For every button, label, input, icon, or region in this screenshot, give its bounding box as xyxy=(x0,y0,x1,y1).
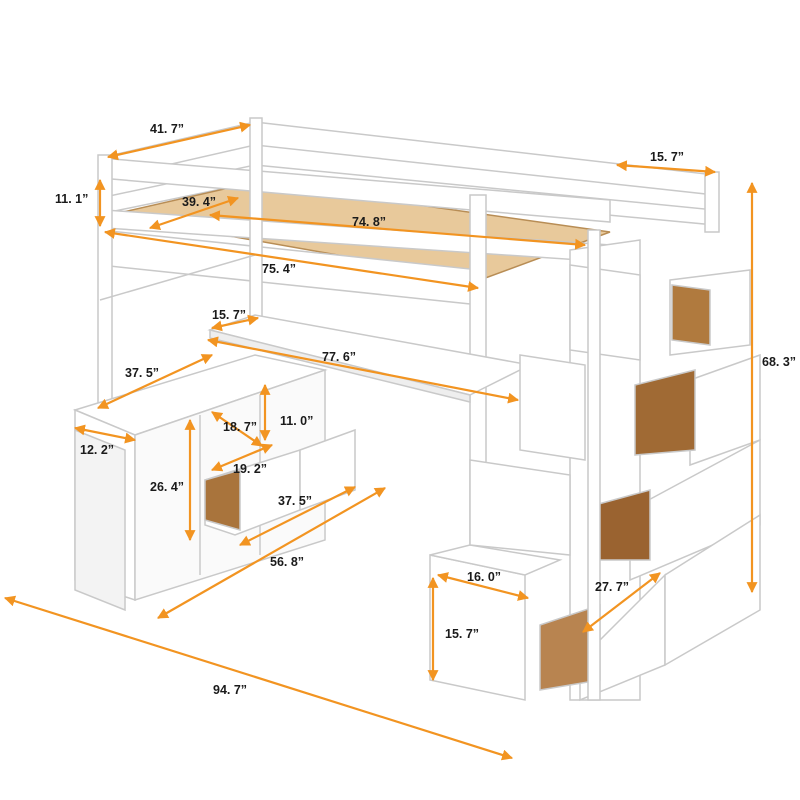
arrow-cabinet-width xyxy=(97,354,213,409)
label-cabinet-width: 37. 5” xyxy=(125,366,160,380)
step-4 xyxy=(569,264,641,361)
small-drawer-left-inside xyxy=(204,469,241,531)
arrow-step-width xyxy=(436,572,530,601)
arrow-bed-width xyxy=(106,121,252,161)
label-stair-drawer-depth: 27. 7” xyxy=(595,580,630,594)
label-drawer-span: 37. 5” xyxy=(278,494,313,508)
label-stair-depth-top: 15. 7” xyxy=(650,150,685,164)
stair-handrail xyxy=(587,229,601,701)
step-1-top xyxy=(429,544,563,576)
label-step-height: 15. 7” xyxy=(445,627,480,641)
step-2 xyxy=(469,459,571,556)
label-drawer-width: 19. 2” xyxy=(233,462,268,476)
step-3 xyxy=(519,354,586,461)
arrow-drawer-width xyxy=(210,443,274,472)
back-left-post xyxy=(249,117,263,349)
label-bed-length: 75. 4” xyxy=(262,262,297,276)
label-total-height: 68. 3” xyxy=(762,355,797,369)
label-step-width: 16. 0” xyxy=(467,570,502,584)
stair-drawer-1-inside xyxy=(671,284,711,346)
label-bed-width: 41. 7” xyxy=(150,122,185,136)
label-inner-width: 39. 4” xyxy=(182,195,217,209)
cabinet-door xyxy=(74,428,126,612)
label-shelf-height: 11. 0” xyxy=(280,414,314,428)
label-cabinet-length: 56. 8” xyxy=(270,555,305,569)
left-cabinet xyxy=(72,354,356,612)
label-cabinet-height: 26. 4” xyxy=(150,480,185,494)
arrow-desk-length xyxy=(206,336,520,404)
arrow-cabinet-depth xyxy=(73,424,137,444)
arrow-shelf-width xyxy=(211,411,263,447)
dimension-arrows xyxy=(3,121,758,761)
label-rail-height: 11. 1” xyxy=(55,192,89,206)
arrow-inner-width xyxy=(148,195,240,231)
arrow-bed-length xyxy=(103,228,480,292)
stair-drawer-2-inside xyxy=(634,369,696,456)
arrow-stair-drawer-depth xyxy=(582,572,661,633)
stair-drawer-5 xyxy=(664,513,761,667)
label-slat-length: 74. 8” xyxy=(352,215,387,229)
label-total-length: 94. 7” xyxy=(213,683,248,697)
label-cabinet-depth: 12. 2” xyxy=(80,443,115,457)
arrow-stair-depth-top xyxy=(615,160,717,177)
label-shelf-width: 18. 7” xyxy=(223,420,258,434)
label-desk-length: 77. 6” xyxy=(322,350,357,364)
label-desk-depth: 15. 7” xyxy=(212,308,247,322)
arrow-desk-depth xyxy=(210,314,260,332)
arrow-total-length xyxy=(3,595,514,761)
back-right-post xyxy=(704,171,720,233)
